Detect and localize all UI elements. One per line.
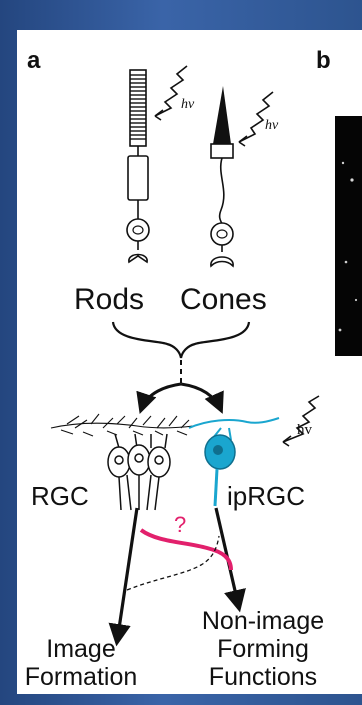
arrow-to-iprgc [181,384,221,410]
figure-panel: a b [17,30,362,694]
photon-wave-icon [283,396,319,446]
rods-label: Rods [74,283,144,316]
photon-label-cone: hν [265,118,279,133]
rgc-label: RGC [31,481,89,511]
photon-label-rod: hν [181,97,195,112]
crosstalk-question-mark: ? [174,512,186,537]
micrograph-image [335,116,362,356]
panel-a-label: a [27,47,41,74]
iprgc-label: ipRGC [227,481,305,511]
rod-cell-icon [127,70,149,262]
arrow-to-rgc [141,384,181,410]
micrograph-dot [350,178,353,181]
image-formation-label-line1: Image [46,635,115,663]
cone-cell-icon [211,86,233,266]
merge-brace [113,322,249,358]
non-image-label-line1: Non-image [202,607,324,635]
micrograph-dot [345,261,348,264]
non-image-label-line2: Forming [217,635,309,663]
non-image-label-line3: Functions [209,663,317,691]
micrograph-dot [342,162,344,164]
rgc-cell-icon [108,434,170,510]
retina-dendrites [51,414,193,436]
image-formation-label-line2: Formation [25,663,138,691]
photon-label-iprgc: hv [297,422,313,438]
micrograph-dot [355,299,357,301]
dashed-crosstalk-line [127,536,219,590]
arrow-image-formation [117,508,137,642]
micrograph-dot [339,329,342,332]
panel-b-label: b [316,47,331,74]
cones-label: Cones [180,283,267,316]
retina-pathway-diagram: a b [17,30,362,694]
